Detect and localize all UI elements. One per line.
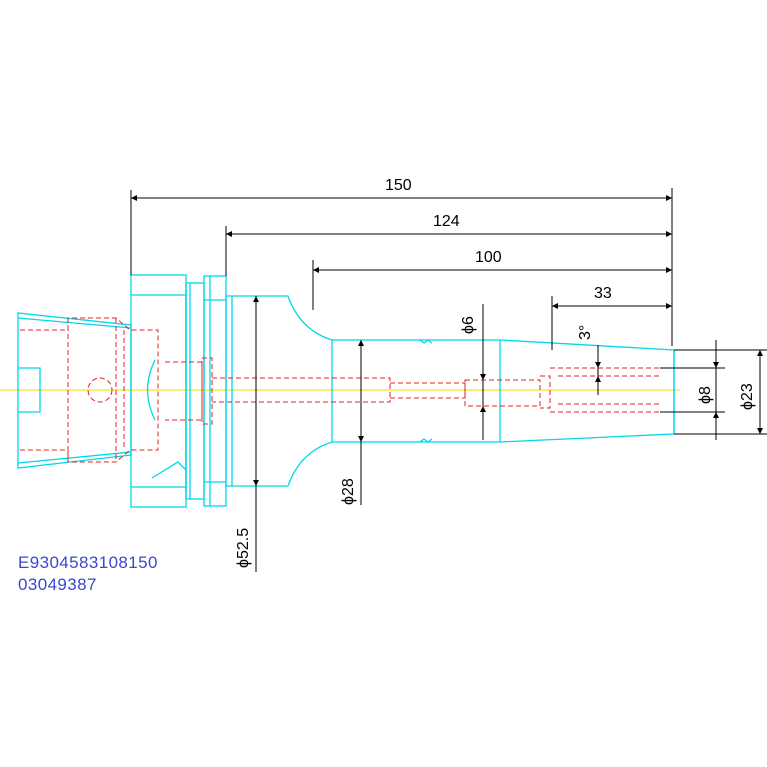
dim-33-label: 33 — [594, 285, 612, 302]
part-code-line2: 03049387 — [18, 575, 97, 594]
dim-150-label: 150 — [385, 177, 412, 194]
part-outline — [17, 274, 675, 508]
dim-6-label: ϕ6 — [460, 316, 477, 334]
dim-8-label: ϕ8 — [697, 386, 714, 404]
dim-100-label: 100 — [475, 249, 502, 266]
angle-3-label: 3° — [577, 325, 594, 340]
hidden-lines — [20, 317, 660, 463]
dimension-lines — [130, 188, 767, 572]
dim-23-label: ϕ23 — [739, 383, 756, 410]
dim-52-5-label: ϕ52.5 — [235, 528, 252, 568]
dim-28-label: ϕ28 — [340, 478, 357, 505]
dim-124-label: 124 — [433, 213, 460, 230]
part-code-line1: E9304583108150 — [18, 553, 158, 572]
